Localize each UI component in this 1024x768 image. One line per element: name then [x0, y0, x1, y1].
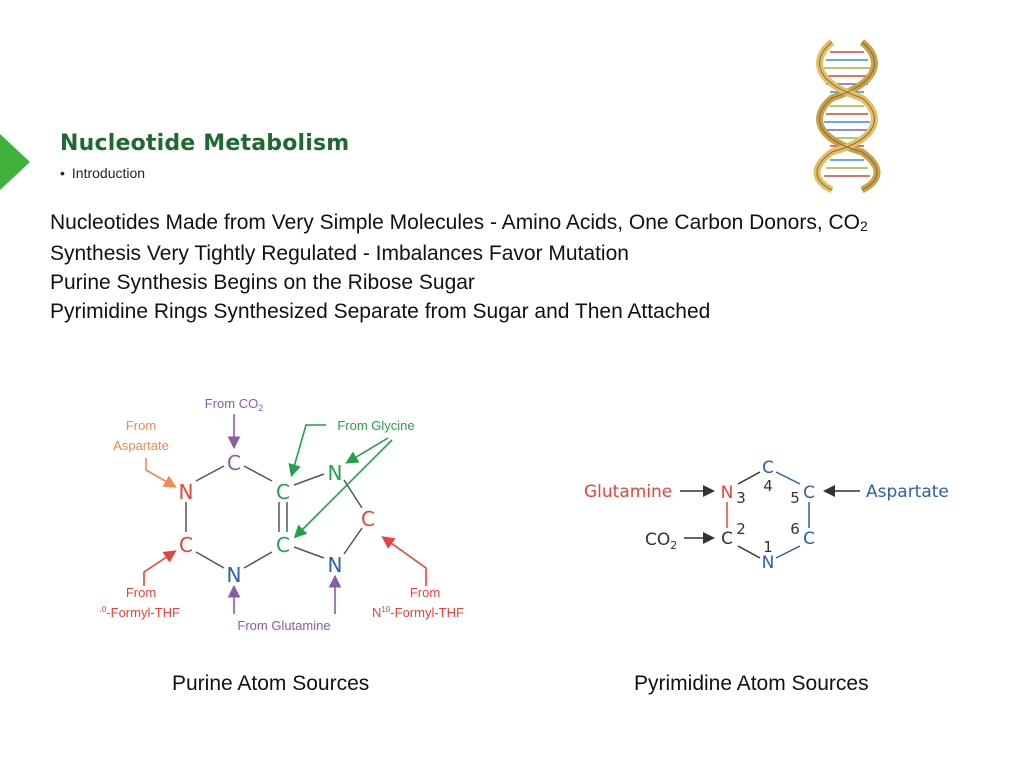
purine-atom-c6: C: [227, 451, 241, 475]
purine-atom-c2: C: [179, 533, 193, 557]
pyrimidine-atom-n3: N: [721, 483, 734, 503]
purine-atom-n3: N: [227, 563, 242, 587]
formyl-thf-right-arrow: [381, 536, 427, 586]
pyrimidine-number-6: 6: [790, 520, 800, 538]
bullet-point-4: Pyrimidine Rings Synthesized Separate fr…: [50, 300, 711, 323]
aspartate-label: Aspartate: [866, 482, 949, 502]
bullet-point-1-text: Nucleotides Made from Very Simple Molecu…: [50, 211, 861, 234]
slide-title: Nucleotide Metabolism: [60, 131, 350, 156]
glycine-arrow-c5: [288, 424, 326, 478]
pyrimidine-atom-c5: C: [803, 483, 815, 503]
co2-label: CO2: [645, 530, 677, 552]
from-glutamine-label: From Glutamine: [237, 618, 330, 633]
purine-caption: Purine Atom Sources: [172, 672, 370, 695]
section-marker-arrow: [0, 134, 30, 190]
pyrimidine-atom-c4: C: [762, 458, 774, 478]
pyrimidine-caption: Pyrimidine Atom Sources: [634, 672, 869, 695]
glycine-arrow-n7: [345, 437, 389, 464]
formyl-thf-left-arrow: [143, 550, 177, 586]
from-formyl-left-label-2: N10-Formyl-THF: [100, 605, 180, 620]
aspartate-arrow: [145, 458, 177, 488]
pyrimidine-atom-c6: C: [803, 529, 815, 549]
pyrimidine-number-2: 2: [736, 520, 746, 538]
purine-atom-sources-diagram: N C C C C N N C N From CO2 From Glycine …: [100, 396, 464, 633]
bullet-point-2: Synthesis Very Tightly Regulated - Imbal…: [50, 242, 629, 265]
from-glycine-label: From Glycine: [337, 418, 414, 433]
bullet-point-1: Nucleotides Made from Very Simple Molecu…: [50, 208, 868, 239]
bullet-point-3: Purine Synthesis Begins on the Ribose Su…: [50, 271, 475, 294]
from-formyl-right-label-2: N10-Formyl-THF: [372, 605, 464, 620]
glycine-arrow-c4: [293, 439, 393, 539]
from-aspartate-label-1: From: [126, 418, 156, 433]
pyrimidine-atom-sources-diagram: C N C C C N 4 3 5 2 6 1 Glutamine Aspart…: [584, 458, 949, 573]
purine-atom-n9: N: [328, 553, 343, 577]
purine-atom-n7: N: [328, 461, 343, 485]
from-formyl-left-label-1: From: [126, 585, 156, 600]
subtitle-text: Introduction: [71, 165, 146, 181]
glutamine-label: Glutamine: [584, 482, 672, 502]
pyrimidine-number-4: 4: [763, 477, 773, 495]
from-formyl-right-label-1: From: [410, 585, 440, 600]
purine-atom-c4: C: [276, 533, 290, 557]
from-co2-label: From CO2: [205, 396, 263, 413]
bullet-point-1-subscript: 2: [860, 218, 868, 234]
pyrimidine-number-3: 3: [736, 489, 746, 507]
pyrimidine-number-1: 1: [763, 538, 773, 556]
pyrimidine-atom-n1: N: [762, 553, 775, 573]
pyrimidine-number-5: 5: [790, 489, 800, 507]
pyrimidine-ring-bonds: [726, 471, 810, 559]
pyrimidine-atom-c2: C: [721, 529, 733, 549]
bullet-list: Nucleotides Made from Very Simple Molecu…: [50, 208, 868, 326]
from-aspartate-label-2: Aspartate: [113, 438, 169, 453]
dna-helix-image: [813, 39, 881, 194]
slide-subtitle: • Introduction: [60, 165, 145, 181]
purine-atom-c8: C: [361, 507, 375, 531]
purine-atom-c5: C: [276, 480, 290, 504]
subtitle-bullet: •: [60, 165, 65, 181]
purine-atom-n1: N: [179, 480, 194, 504]
